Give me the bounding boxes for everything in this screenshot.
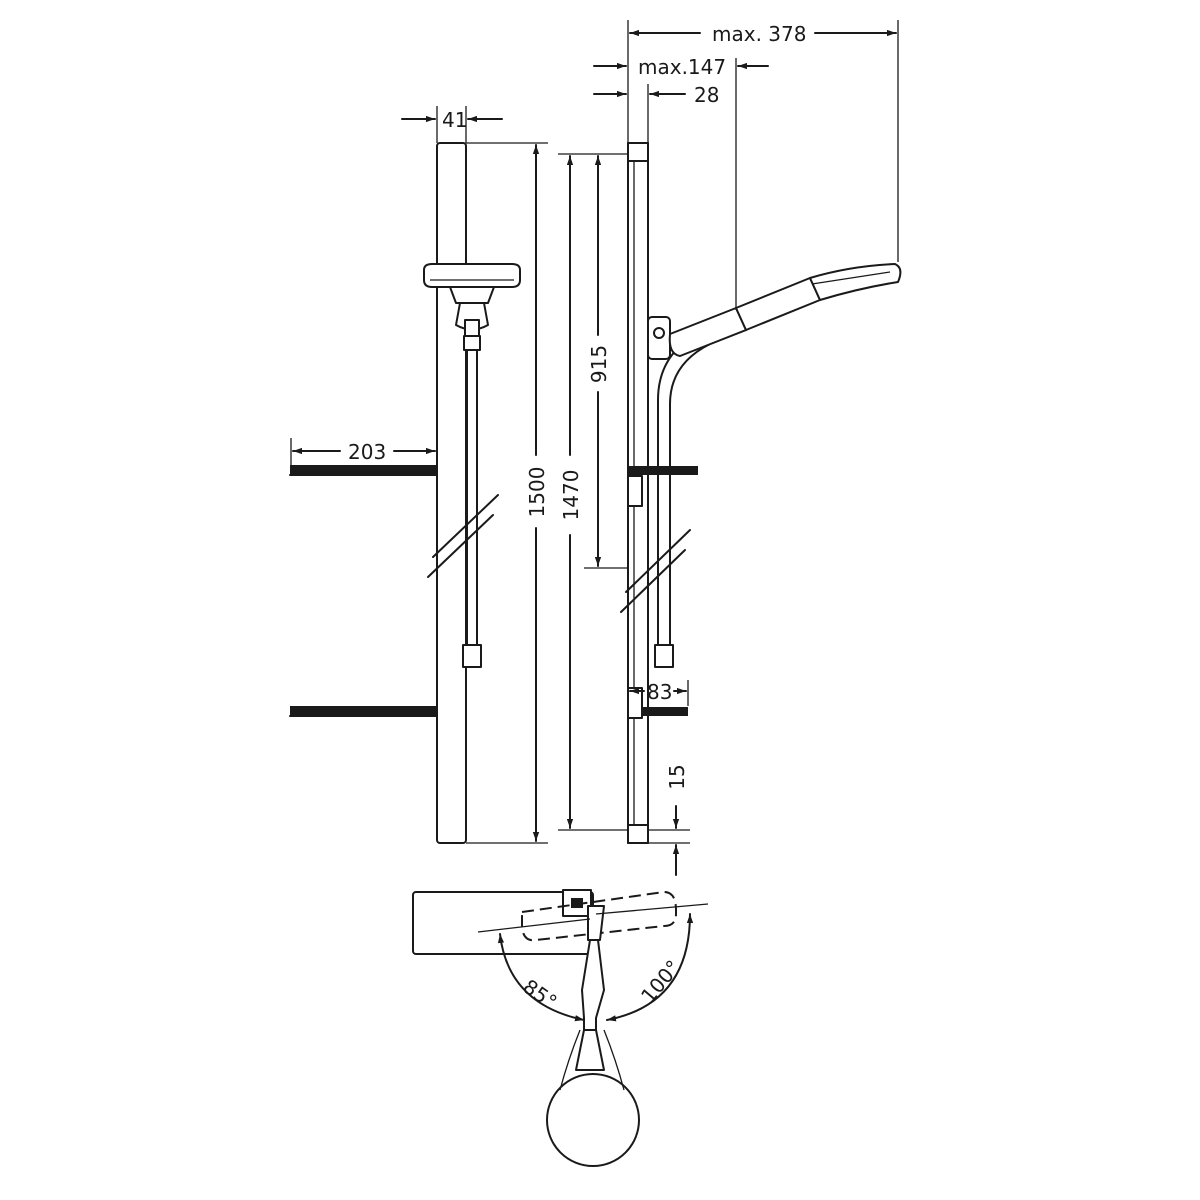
top-view [412,889,709,1167]
dim-max-378: max. 378 [712,22,806,46]
dim-83: 83 [647,680,672,704]
dim-1470: 1470 [559,470,583,521]
dim-15: 15 [665,764,689,789]
angle-arc-100 [606,913,694,1022]
dim-41: 41 [442,108,467,132]
angle-100-label: 100° [636,955,685,1007]
break-marks-front [427,494,499,578]
shower-hose-side [654,489,674,668]
dim-915: 915 [587,345,611,383]
hand-shower-side [657,263,902,491]
break-marks-side [620,529,691,613]
upper-shelf [289,465,439,476]
angle-85-label: 85° [519,974,562,1014]
side-view [620,142,902,844]
dimension-lines [290,20,899,876]
hand-shower-head-plan [546,1073,640,1167]
hand-shower-front [423,263,521,337]
front-view [289,142,521,844]
dimension-labels: max. 378 max.147 28 41 203 1500 1470 915… [348,22,806,1014]
dim-1500: 1500 [525,467,549,518]
dim-28: 28 [694,83,719,107]
shower-hose-front [462,335,482,668]
dim-203: 203 [348,440,386,464]
holder-arm-plan [587,905,605,941]
lower-shelf [289,706,439,717]
upper-shelf-side [627,466,698,507]
dim-max-147: max.147 [638,55,726,79]
shower-rail-front [436,142,467,844]
angle-arc-85 [497,933,585,1022]
